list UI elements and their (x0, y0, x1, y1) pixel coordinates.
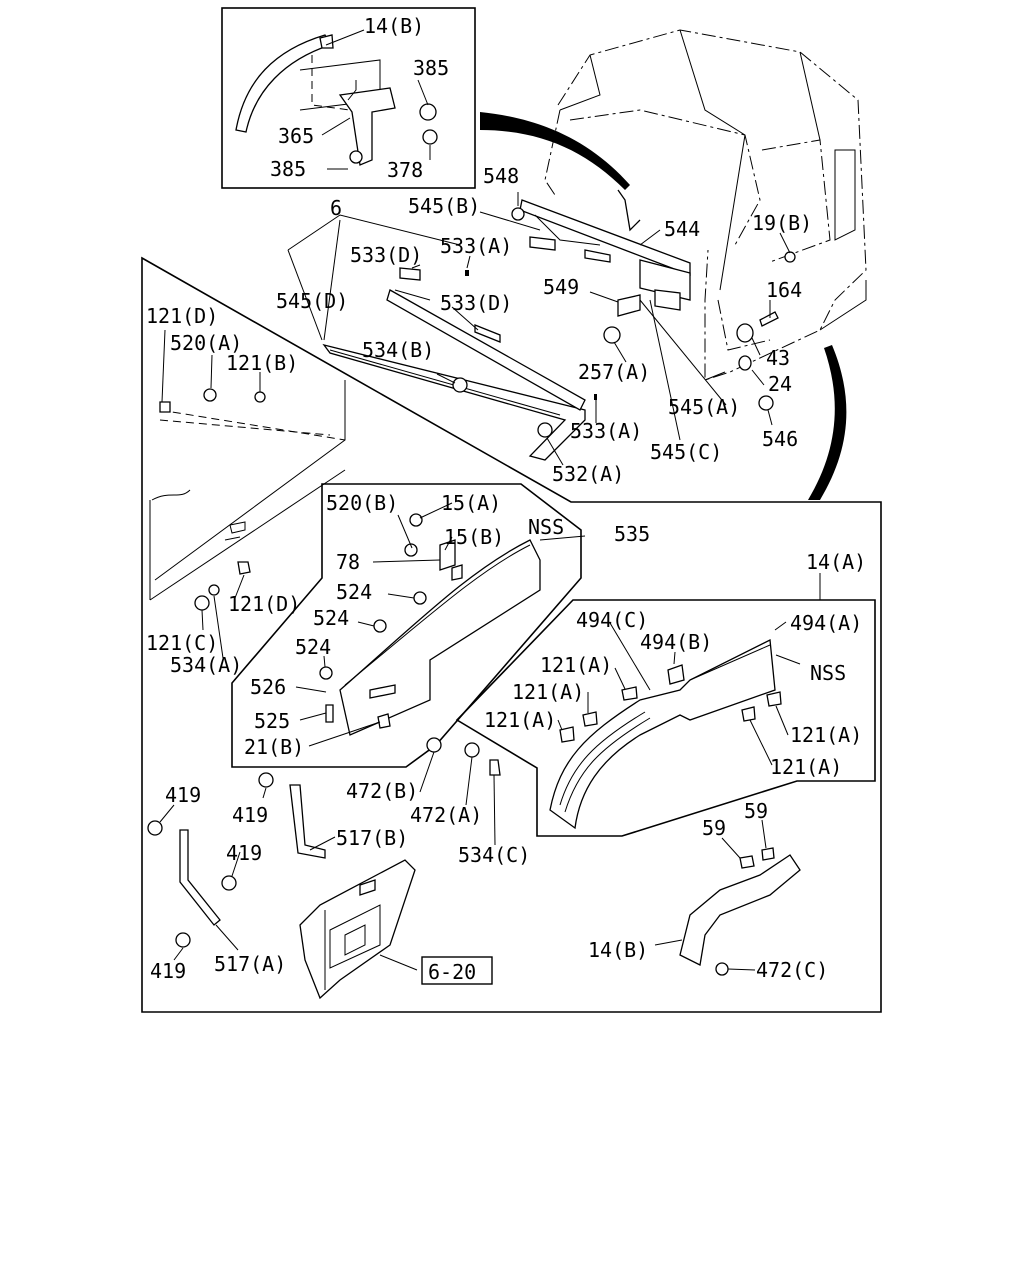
label-385-bottom: 385 (270, 157, 306, 181)
label-121A-5: 121(A) (770, 755, 842, 779)
roof-bolts (452, 294, 641, 438)
label-164: 164 (766, 278, 802, 302)
label-NSS-1: NSS (528, 515, 564, 539)
part-labels: 14(B) 385 365 385 378 548 6 545(B) 544 1… (146, 14, 866, 984)
label-520B: 520(B) (326, 491, 398, 515)
visor-assembly (511, 189, 691, 311)
label-545A: 545(A) (668, 395, 740, 419)
label-472C: 472(C) (756, 958, 828, 982)
label-517A: 517(A) (214, 952, 286, 976)
label-534B: 534(B) (362, 338, 434, 362)
label-14B-bottom: 14(B) (588, 938, 648, 962)
label-520A: 520(A) (170, 331, 242, 355)
label-6-20: 6-20 (428, 960, 476, 984)
main-parts-frame (141, 256, 882, 1013)
label-494C: 494(C) (576, 608, 648, 632)
label-419-3: 419 (226, 841, 262, 865)
label-59-1: 59 (702, 816, 726, 840)
leader-lines (159, 29, 821, 971)
label-121A-4: 121(A) (790, 723, 862, 747)
cab-body (544, 29, 867, 381)
label-419-1: 419 (165, 783, 201, 807)
label-524-3: 524 (295, 635, 331, 659)
label-419-4: 419 (150, 959, 186, 983)
label-517B: 517(B) (336, 826, 408, 850)
label-548: 548 (483, 164, 519, 188)
label-494A: 494(A) (790, 611, 862, 635)
label-546: 546 (762, 427, 798, 451)
label-121A-3: 121(A) (484, 708, 556, 732)
inset-bracket-parts (235, 34, 438, 166)
label-534C: 534(C) (458, 843, 530, 867)
label-15B: 15(B) (444, 525, 504, 549)
label-545B: 545(B) (408, 194, 480, 218)
label-535: 535 (614, 522, 650, 546)
step-panel-group-frame (231, 483, 582, 768)
label-534A: 534(A) (170, 653, 242, 677)
label-121C: 121(C) (146, 631, 218, 655)
label-533D-1: 533(D) (350, 243, 422, 267)
label-24: 24 (768, 372, 792, 396)
label-494B: 494(B) (640, 630, 712, 654)
fastener-472AB-534C (426, 737, 501, 776)
detail-inset-frame (221, 7, 476, 189)
label-121A-2: 121(A) (512, 680, 584, 704)
pointer-arrow-main (808, 345, 847, 500)
label-59-2: 59 (744, 799, 768, 823)
label-14A: 14(A) (806, 550, 866, 574)
label-NSS-2: NSS (810, 661, 846, 685)
bracket-517 (147, 772, 326, 948)
label-545D: 545(D) (276, 289, 348, 313)
label-472A: 472(A) (410, 803, 482, 827)
label-533A-2: 533(A) (570, 419, 642, 443)
label-533D-2: 533(D) (440, 291, 512, 315)
label-378: 378 (387, 158, 423, 182)
pointer-arrow-inset (480, 112, 630, 190)
side-parts-19B-164 (736, 251, 796, 411)
label-524-1: 524 (336, 580, 372, 604)
label-19B: 19(B) (752, 211, 812, 235)
step-panel-535 (319, 513, 541, 736)
label-419-2: 419 (232, 803, 268, 827)
label-549: 549 (543, 275, 579, 299)
roof-panel-533 (386, 267, 597, 411)
reference-box-6-20 (421, 956, 493, 985)
label-14B-top: 14(B) (364, 14, 424, 38)
label-526: 526 (250, 675, 286, 699)
label-525: 525 (254, 709, 290, 733)
roof-strip-545D (322, 343, 586, 461)
label-533A-1: 533(A) (440, 234, 512, 258)
label-6: 6 (330, 196, 342, 220)
label-43: 43 (766, 346, 790, 370)
label-78: 78 (336, 550, 360, 574)
label-524-2: 524 (313, 606, 349, 630)
step-box (299, 859, 416, 1000)
label-545C: 545(C) (650, 440, 722, 464)
label-365: 365 (278, 124, 314, 148)
label-121B: 121(B) (226, 351, 298, 375)
wheel-arch-14A (549, 638, 782, 830)
side-panel-wall (149, 380, 346, 611)
label-257A: 257(A) (578, 360, 650, 384)
label-121D-2: 121(D) (228, 592, 300, 616)
label-121D-1: 121(D) (146, 304, 218, 328)
label-385-top: 385 (413, 56, 449, 80)
label-544: 544 (664, 217, 700, 241)
wheel-arch-group-frame (455, 599, 876, 837)
label-121A-1: 121(A) (540, 653, 612, 677)
label-15A: 15(A) (441, 491, 501, 515)
label-472B: 472(B) (346, 779, 418, 803)
label-532A: 532(A) (552, 462, 624, 486)
arch-trim-14B (679, 847, 801, 976)
label-21B: 21(B) (244, 735, 304, 759)
